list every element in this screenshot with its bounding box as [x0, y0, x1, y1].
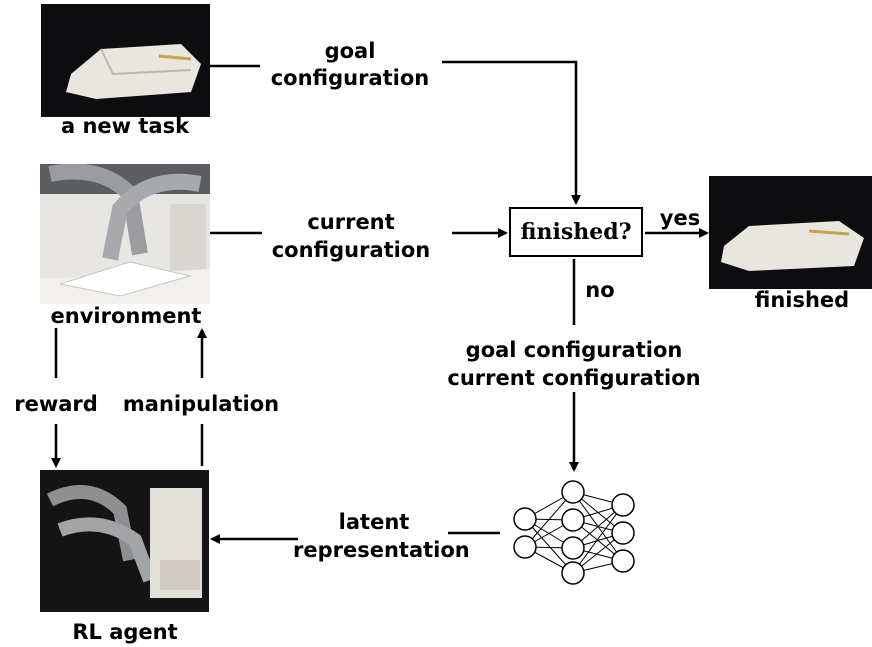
latent-label-line2: representation — [293, 538, 470, 562]
neural-network-icon — [505, 475, 642, 586]
goal-label-line1: goal — [324, 39, 376, 63]
rl-agent-robot-photo — [40, 470, 209, 612]
reward-label: reward — [14, 392, 98, 416]
folded-cloth-photo — [41, 4, 210, 117]
no-label: no — [585, 278, 615, 302]
rl-agent-label: RL agent — [72, 620, 178, 644]
current-label-line1: current — [307, 210, 395, 234]
current-label-line2: configuration — [271, 238, 431, 262]
goal-configuration-label: goal configuration — [465, 338, 683, 362]
finished-label: finished — [754, 288, 850, 312]
manipulation-label: manipulation — [122, 392, 280, 416]
environment-label: environment — [50, 304, 202, 328]
goal-label-line2: configuration — [270, 66, 430, 90]
dual-arm-robot-photo — [40, 164, 210, 304]
finished-cloth-photo — [709, 176, 872, 289]
latent-label-line1: latent — [338, 510, 410, 534]
yes-label: yes — [659, 206, 701, 230]
finished-decision-box: finished? — [509, 207, 643, 257]
current-configuration-label: current configuration — [447, 366, 701, 390]
decision-text: finished? — [520, 219, 632, 245]
new-task-label: a new task — [60, 114, 190, 138]
goal-to-decision-arrow — [442, 60, 581, 205]
